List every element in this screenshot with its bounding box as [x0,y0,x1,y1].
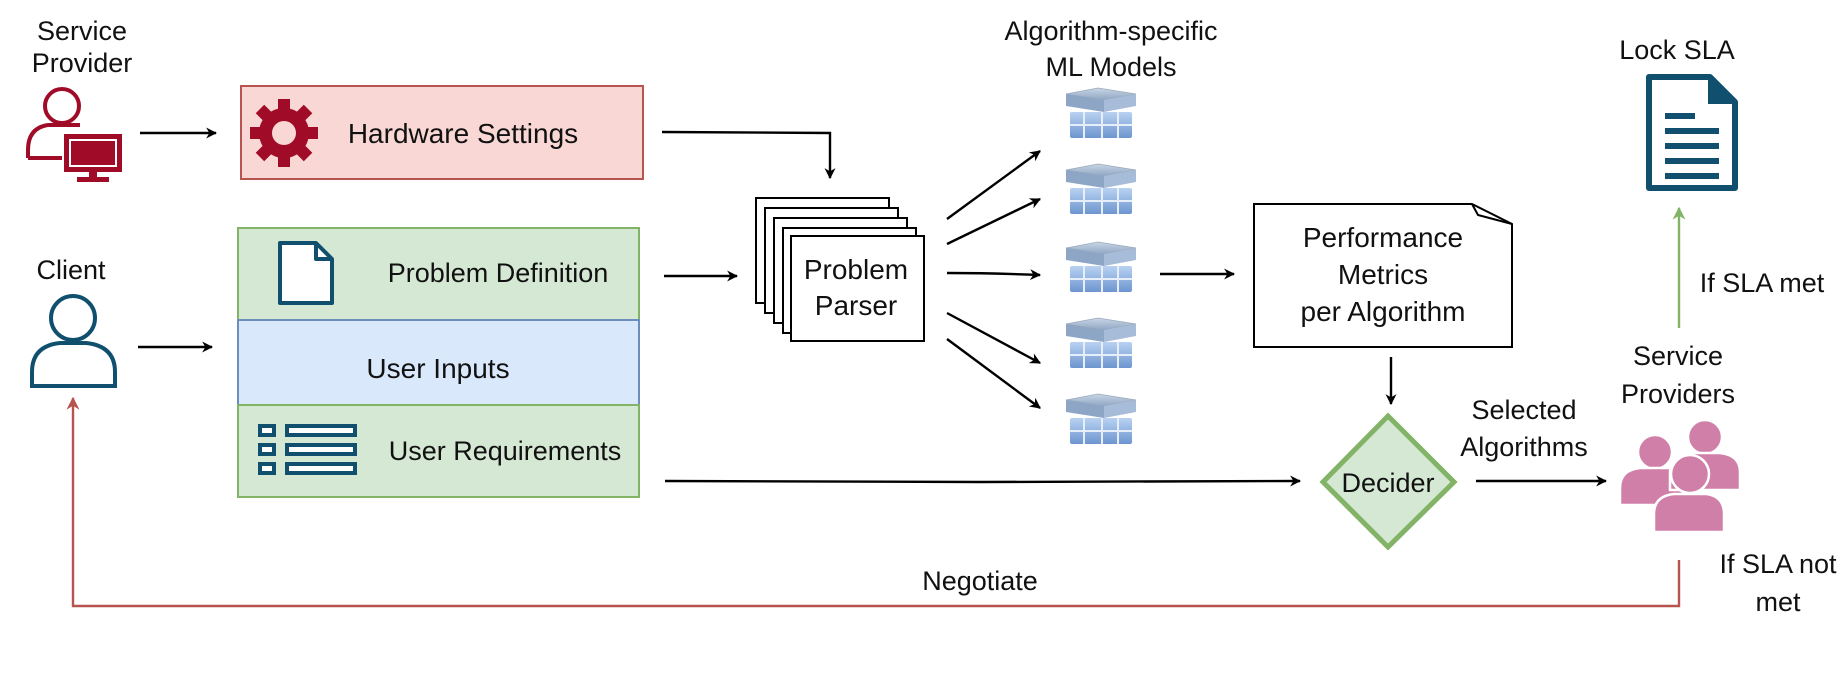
problem-parser [755,197,925,342]
client-label: Client [36,255,106,285]
decider-diamond [1319,412,1458,551]
arrow-parser-to-model-5 [946,338,1041,409]
server-stack-icon [1065,87,1137,445]
user-group-icon [1618,418,1742,534]
user-requirements-label: User Requirements [389,436,622,466]
connectors [138,127,1608,487]
user-icon [30,294,117,388]
if-sla-met-label: If SLA met [1700,268,1825,298]
problem-definition-label: Problem Definition [388,258,609,288]
user-inputs-box [237,319,640,406]
arrow-requirements-to-decider [664,475,1302,487]
arrow-parser-to-model-4 [946,311,1041,365]
arrow-parser-to-model-3 [946,269,1042,281]
gear-icon [250,99,318,167]
arrow-parser-to-model-2 [946,197,1041,246]
document-icon [278,241,334,305]
arrow-negotiate [66,396,1681,608]
list-icon [258,424,357,475]
decider-label: Decider [1341,468,1434,498]
document-lines-icon [1646,74,1738,191]
performance-metrics-box [1253,203,1513,348]
negotiate-label: Negotiate [922,566,1038,596]
user-computer-icon [26,87,122,182]
hardware-settings-label: Hardware Settings [348,118,578,149]
arrow-parser-to-model-1 [946,150,1041,220]
arrow-hardware-to-parser [661,130,836,180]
lock-sla-label: Lock SLA [1619,35,1735,65]
user-inputs-label: User Inputs [366,353,509,384]
